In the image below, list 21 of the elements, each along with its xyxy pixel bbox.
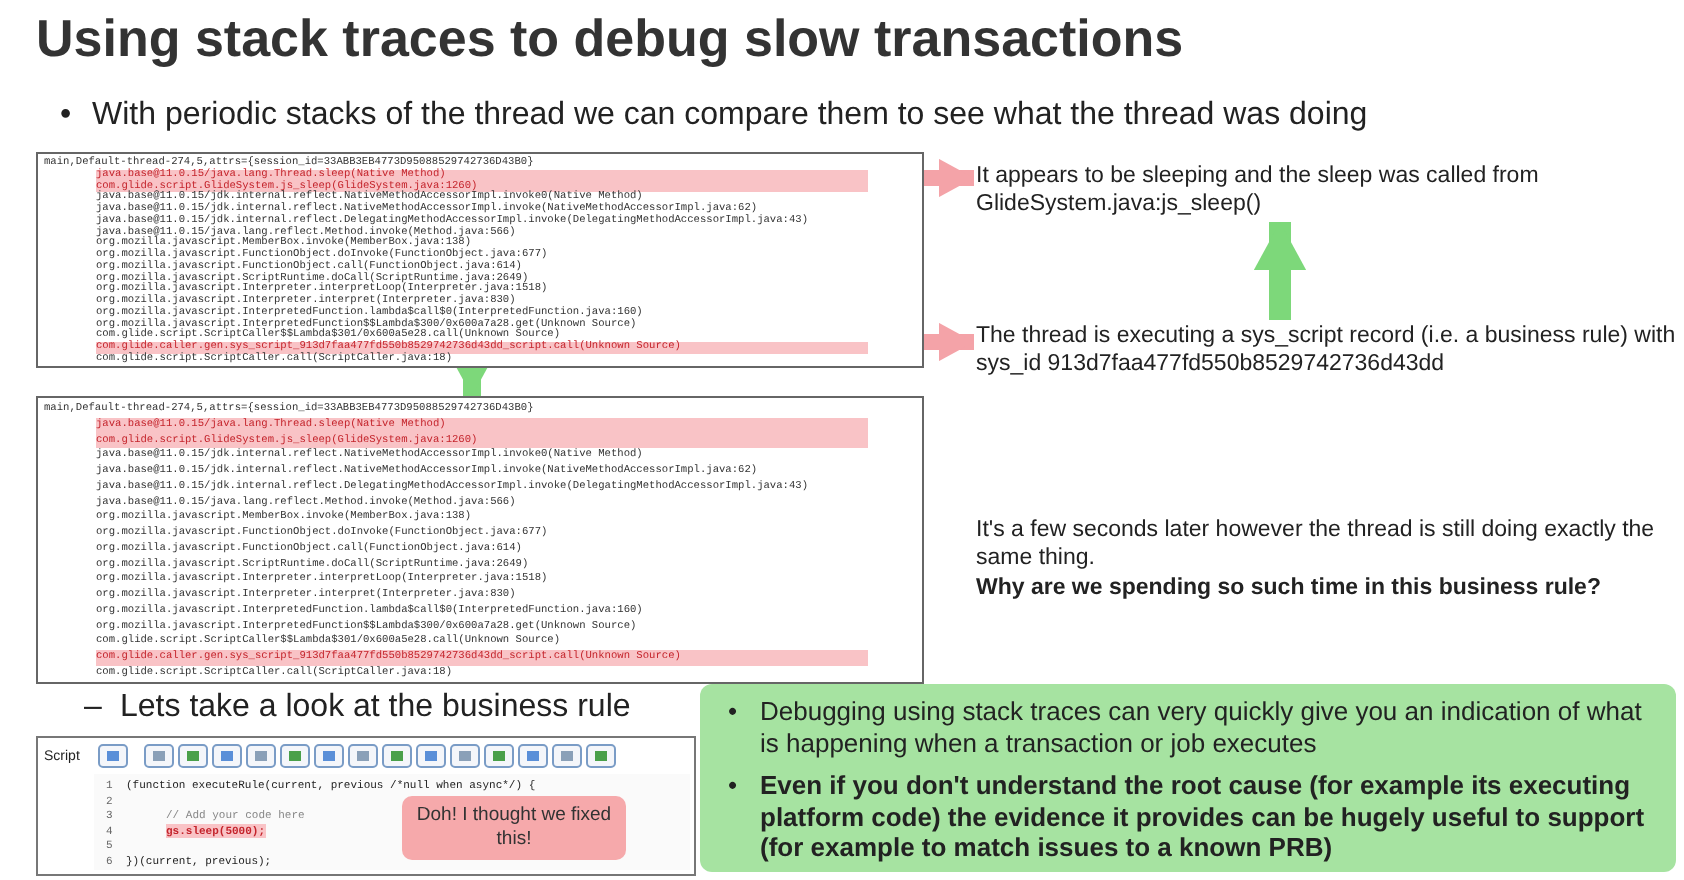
bullet-marker: • (728, 696, 738, 726)
code-editor-panel (36, 736, 696, 876)
bullet-text: Lets take a look at the business rule (120, 688, 633, 728)
stack-trace-panel (36, 152, 924, 368)
summary-panel (700, 684, 1676, 872)
slide-title: Using stack traces to debug slow transactions (36, 8, 1184, 70)
arrow (924, 158, 974, 198)
bullet-marker: • (728, 770, 738, 800)
bullet-text: With periodic stacks of the thread we can compare them to see what the thread was doing (92, 96, 1370, 136)
stack-trace-panel (36, 396, 924, 684)
bullet-text: Even if you don't understand the root cause (for example its executing platform code) the evidence it provides can be hugely useful to support (for example to match issues to a known PRB) (760, 770, 1647, 863)
annotation-text: It appears to be sleeping and the sleep was called from GlideSystem.java:js_sleep() (976, 162, 1676, 218)
bullet-marker: – (84, 688, 102, 728)
question-text: Why are we spending so such time in this business rule? (976, 574, 1603, 603)
annotation-text: The thread is executing a sys_script record (i.e. a business rule) with sys_id 913d7faa477fd550b8529742736d43dd (976, 322, 1676, 378)
bullet-marker: • (60, 96, 72, 136)
arrow (924, 322, 974, 362)
callout-bubble: Doh! I thought we fixed this! (402, 796, 626, 860)
note-text: It's a few seconds later however the thread is still doing exactly the same thing. (976, 516, 1656, 574)
arrow (1253, 222, 1307, 320)
bullet-text: Debugging using stack traces can very quickly give you an indication of what is happening when a transaction or job executes (760, 696, 1644, 758)
